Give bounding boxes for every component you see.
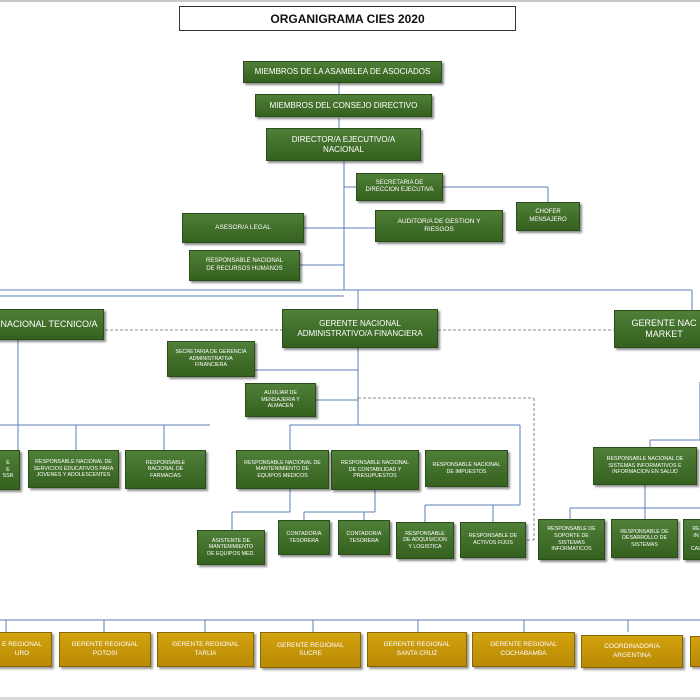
bottom-border	[0, 697, 700, 700]
node-gerente-marketing: GERENTE NAC MARKET	[614, 310, 700, 348]
node-responsable-ssr: E E SSR	[0, 450, 20, 490]
node-regional-cut	[690, 636, 700, 667]
node-regional-santa-cruz: GERENTE REGIONAL SANTA CRUZ	[367, 632, 467, 667]
node-responsable-sistemas: RESPONSABLE NACIONAL DE SISTEMAS INFORMA…	[593, 447, 697, 485]
node-contador-1: CONTADOR/A TESORERA	[278, 520, 330, 555]
node-auditor: AUDITOR/A DE GESTION Y RIESGOS	[375, 210, 503, 242]
node-asamblea: MIEMBROS DE LA ASAMBLEA DE ASOCIADOS	[243, 61, 442, 83]
node-responsable-soporte: RESPONSABLE DE SOPORTE DE SISTEMAS INFOR…	[538, 519, 605, 560]
node-rrhh: RESPONSABLE NACIONAL DE RECURSOS HUMANOS	[189, 250, 300, 281]
node-responsable-desarrollo: RESPONSABLE DE DESARROLLO DE SISTEMAS	[611, 519, 678, 558]
node-gerente-administrativo: GERENTE NACIONAL ADMINISTRATIVO/A FINANC…	[282, 309, 438, 348]
node-secretaria-direccion: SECRETARIA DE DIRECCION EJECUTIVA	[356, 173, 443, 201]
chart-title: ORGANIGRAMA CIES 2020	[179, 6, 516, 31]
node-responsable-impuestos: RESPONSABLE NACIONAL DE IMPUESTOS	[425, 450, 508, 487]
node-regional-cochabamba: GERENTE REGIONAL COCHABAMBA	[472, 632, 575, 667]
node-responsable-mantenimiento: RESPONSABLE NACIONAL DE MANTENIMIENTO DE…	[236, 450, 329, 489]
node-secretaria-gerencia: SECRETARIA DE GERENCIA ADMINISTRATIVA FI…	[167, 341, 255, 377]
node-asesor-legal: ASESOR/A LEGAL	[182, 213, 304, 243]
node-responsable-farmacias: RESPONSABLE NACIONAL DE FARMACIAS	[125, 450, 206, 489]
node-responsable-activos: RESPONSABLE DE ACTIVOS FIJOS	[460, 522, 526, 558]
node-responsable-jovenes: RESPONSABLE NACIONAL DE SERVICIOS EDUCAT…	[28, 450, 119, 488]
node-gerente-tecnico: NACIONAL TECNICO/A	[0, 309, 104, 340]
node-director: DIRECTOR/A EJECUTIVO/A NACIONAL	[266, 128, 421, 161]
node-auxiliar-mensajeria: AUXILIAR DE MENSAJERIA Y ALMACEN	[245, 383, 316, 417]
top-border	[0, 0, 700, 2]
node-regional-sucre: GERENTE REGIONAL SUCRE	[260, 632, 361, 668]
node-responsable-adquisicion: RESPONSABLE DE ADQUISICION Y LOGISTICA	[396, 522, 454, 559]
node-chofer: CHOFER MENSAJERO	[516, 202, 580, 231]
node-responsable-contabilidad: RESPONSABLE NACIONAL DE CONTABILIDAD Y P…	[331, 450, 419, 490]
node-consejo: MIEMBROS DEL CONSEJO DIRECTIVO	[255, 94, 432, 117]
node-asistente-mantenimiento: ASISTENTE DE MANTENIMIENTO DE EQUIPOS ME…	[197, 530, 265, 565]
node-regional-oruro: E REGIONAL URO	[0, 632, 52, 667]
node-responsable-right: RE IN CAL	[683, 519, 700, 560]
node-contador-2: CONTADOR/A TESORERA	[338, 520, 390, 555]
node-regional-tarija: GERENTE REGIONAL TARIJA	[157, 632, 254, 667]
node-regional-argentina: COORDINADOR/A ARGENTINA	[581, 635, 683, 668]
node-regional-potosi: GERENTE REGIONAL POTOSI	[59, 632, 151, 667]
